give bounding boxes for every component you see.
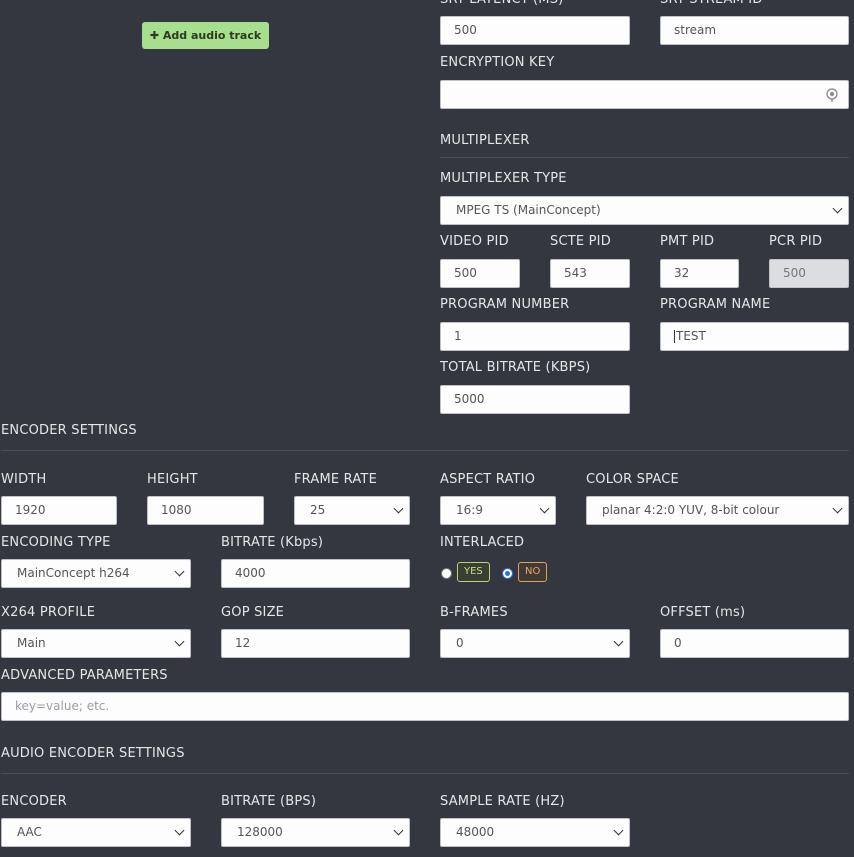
frame-rate-label: FRAME RATE [294, 472, 377, 487]
srt-latency-input[interactable]: 500 [440, 16, 630, 45]
audio-encoder-divider [1, 773, 849, 774]
chevron-down-icon [613, 825, 624, 836]
video-bitrate-input[interactable]: 4000 [221, 559, 410, 588]
chevron-down-icon [174, 636, 185, 647]
x264-profile-value: Main [17, 636, 46, 650]
program-number-input[interactable]: 1 [440, 322, 630, 351]
multiplexer-type-value: MPEG TS (MainConcept) [456, 203, 601, 217]
video-bitrate-label: BITRATE (Kbps) [221, 535, 324, 550]
color-space-value: planar 4:2:0 YUV, 8-bit colour [602, 503, 780, 517]
multiplexer-section-title: MULTIPLEXER [440, 133, 530, 148]
key-visibility-icon[interactable] [826, 88, 838, 102]
aspect-ratio-value: 16:9 [456, 503, 483, 517]
b-frames-value: 0 [456, 636, 464, 650]
offset-label: OFFSET (ms) [660, 605, 746, 620]
interlaced-no-radio[interactable] [502, 568, 513, 579]
encoding-type-select[interactable]: MainConcept h264 [1, 559, 191, 588]
chevron-down-icon [613, 636, 624, 647]
encoder-settings-section-title: ENCODER SETTINGS [1, 423, 137, 438]
gop-size-input[interactable]: 12 [221, 629, 410, 658]
audio-encoder-label: ENCODER [1, 794, 67, 809]
audio-bitrate-label: BITRATE (BPS) [221, 794, 317, 809]
x264-profile-select[interactable]: Main [1, 629, 191, 658]
chevron-down-icon [393, 825, 404, 836]
chevron-down-icon [174, 825, 185, 836]
audio-bitrate-select[interactable]: 128000 [221, 818, 410, 847]
sample-rate-value: 48000 [456, 825, 495, 839]
multiplexer-type-select[interactable]: MPEG TS (MainConcept) [440, 196, 849, 225]
x264-profile-label: X264 PROFILE [1, 605, 96, 620]
b-frames-select[interactable]: 0 [440, 629, 630, 658]
total-bitrate-label: TOTAL BITRATE (KBPS) [440, 360, 591, 375]
encoder-settings-divider [1, 450, 849, 451]
srt-stream-id-label: SRT STREAM ID [660, 0, 763, 8]
srt-stream-id-input[interactable]: stream [660, 16, 849, 45]
width-input[interactable]: 1920 [1, 496, 117, 525]
encryption-key-input[interactable] [440, 80, 849, 109]
gop-size-label: GOP SIZE [221, 605, 285, 620]
advanced-parameters-input[interactable]: key=value; etc. [1, 692, 849, 721]
aspect-ratio-select[interactable]: 16:9 [440, 496, 556, 525]
aspect-ratio-label: ASPECT RATIO [440, 472, 536, 487]
multiplexer-divider [440, 157, 849, 158]
pcr-pid-label: PCR PID [769, 234, 823, 249]
interlaced-no-label[interactable]: NO [518, 562, 548, 582]
audio-encoder-section-title: AUDIO ENCODER SETTINGS [1, 746, 185, 761]
multiplexer-type-label: MULTIPLEXER TYPE [440, 171, 567, 186]
offset-input[interactable]: 0 [660, 629, 849, 658]
b-frames-label: B-FRAMES [440, 605, 508, 620]
audio-encoder-value: AAC [17, 825, 42, 839]
text-caret [674, 330, 675, 343]
interlaced-yes-radio[interactable] [441, 568, 452, 579]
chevron-down-icon [832, 503, 843, 514]
color-space-label: COLOR SPACE [586, 472, 679, 487]
chevron-down-icon [832, 203, 843, 214]
program-name-input[interactable]: TEST [660, 322, 849, 351]
program-number-label: PROGRAM NUMBER [440, 297, 570, 312]
pcr-pid-input: 500 [769, 259, 849, 288]
chevron-down-icon [539, 503, 550, 514]
pmt-pid-label: PMT PID [660, 234, 715, 249]
height-input[interactable]: 1080 [147, 496, 264, 525]
interlaced-yes-label[interactable]: YES [457, 562, 490, 582]
frame-rate-value: 25 [310, 503, 326, 517]
program-name-label: PROGRAM NAME [660, 297, 771, 312]
program-name-value: TEST [676, 329, 706, 343]
width-label: WIDTH [1, 472, 47, 487]
audio-bitrate-value: 128000 [237, 825, 283, 839]
chevron-down-icon [174, 566, 185, 577]
interlaced-label: INTERLACED [440, 535, 525, 550]
chevron-down-icon [393, 503, 404, 514]
video-pid-input[interactable]: 500 [440, 259, 520, 288]
advanced-parameters-label: ADVANCED PARAMETERS [1, 668, 168, 683]
srt-latency-label: SRT LATENCY (MS) [440, 0, 563, 8]
encryption-key-label: ENCRYPTION KEY [440, 55, 555, 70]
total-bitrate-input[interactable]: 5000 [440, 385, 630, 414]
color-space-select[interactable]: planar 4:2:0 YUV, 8-bit colour [586, 496, 849, 525]
height-label: HEIGHT [147, 472, 198, 487]
frame-rate-select[interactable]: 25 [294, 496, 410, 525]
audio-encoder-select[interactable]: AAC [1, 818, 191, 847]
scte-pid-input[interactable]: 543 [550, 259, 630, 288]
encoding-type-value: MainConcept h264 [17, 566, 130, 580]
pmt-pid-input[interactable]: 32 [660, 259, 739, 288]
sample-rate-label: SAMPLE RATE (HZ) [440, 794, 565, 809]
sample-rate-select[interactable]: 48000 [440, 818, 630, 847]
add-audio-track-button[interactable]: ✚ Add audio track [142, 22, 269, 49]
scte-pid-label: SCTE PID [550, 234, 611, 249]
encoding-type-label: ENCODING TYPE [1, 535, 111, 550]
video-pid-label: VIDEO PID [440, 234, 509, 249]
